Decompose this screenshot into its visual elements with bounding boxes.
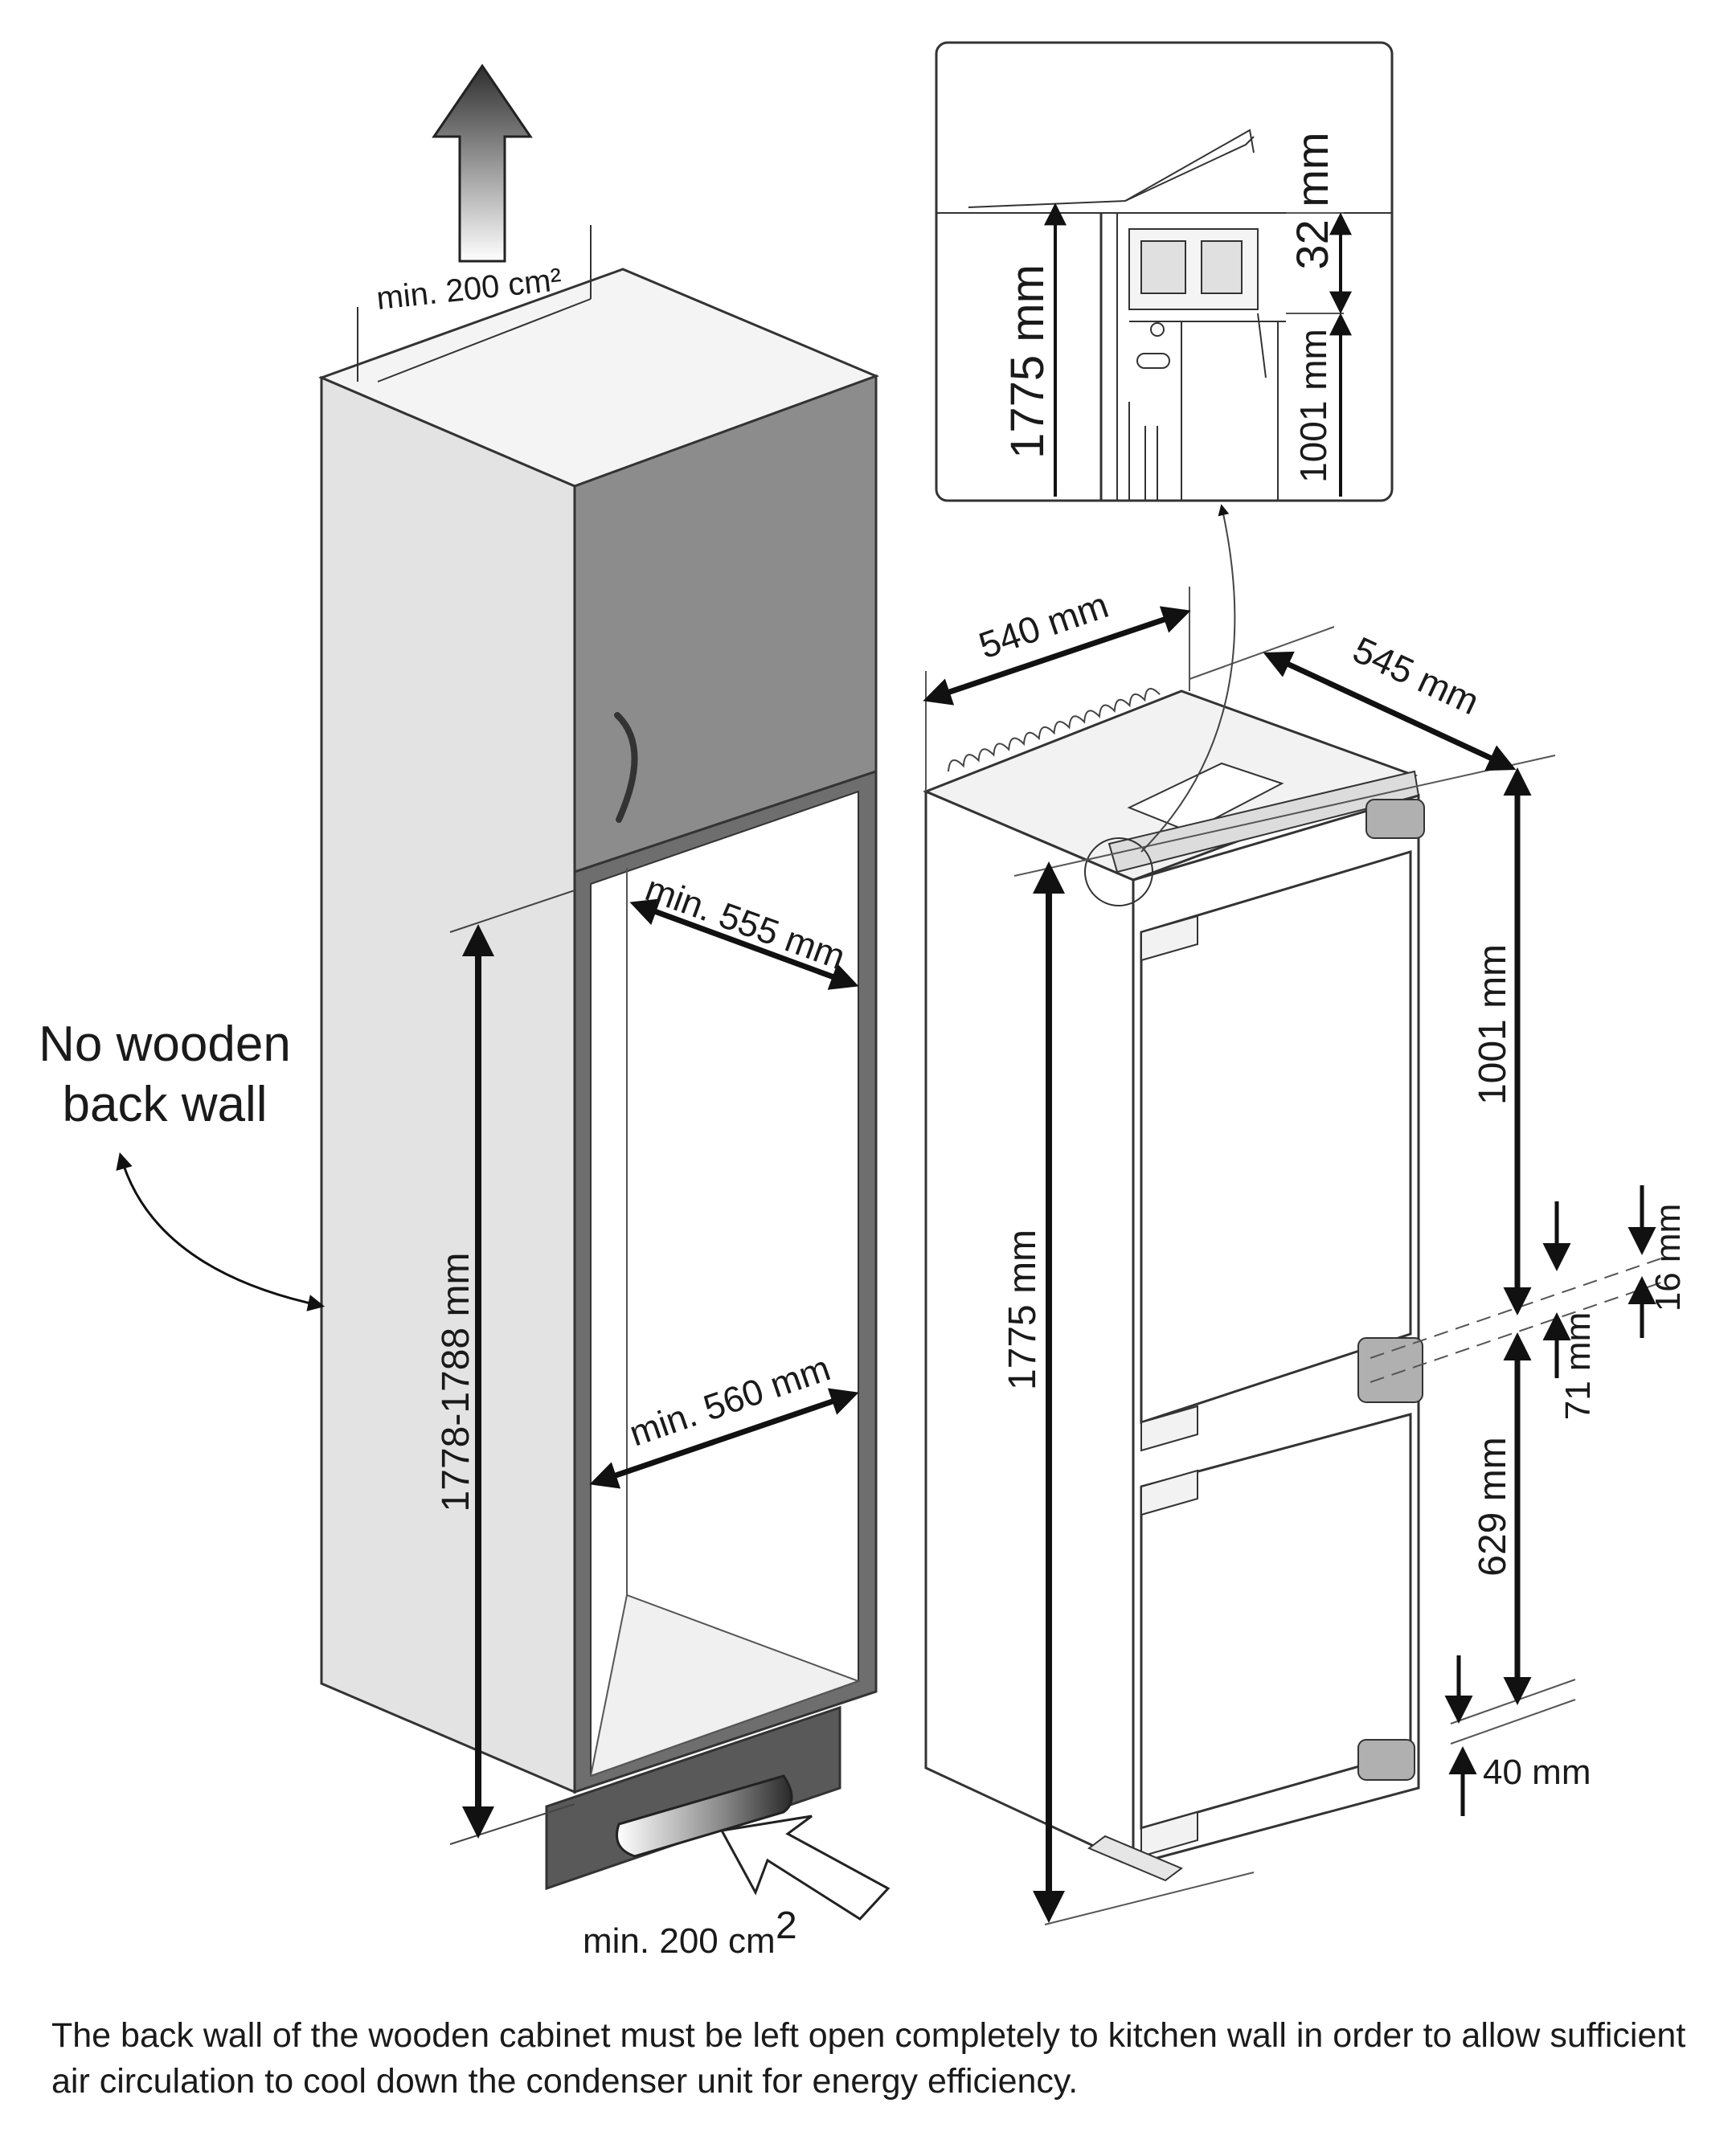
fridge-width-label: 540 mm — [973, 583, 1113, 666]
cabinet-depth-arrow — [629, 898, 859, 990]
installation-note: The back wall of the wooden cabinet must… — [51, 2013, 1707, 2105]
bottom-40-label: 40 mm — [1483, 1753, 1591, 1792]
top-hinge — [1365, 799, 1425, 839]
cabinet-width-arrow — [589, 1388, 859, 1489]
air-inlet-arrow — [719, 1814, 891, 1921]
detail-32-label: 32 mm — [1287, 132, 1337, 269]
back-wall-pointer-arrow — [116, 1152, 326, 1311]
vent-bottom-label-sup: 2 — [776, 1904, 797, 1947]
detail-height-label: 1775 mm — [1001, 264, 1054, 459]
detail-marker-circle — [1084, 837, 1153, 906]
installation-note-line2: air circulation to cool down the condens… — [51, 2062, 1079, 2101]
gap-71-label: 71 mm — [1558, 1312, 1598, 1420]
detail-1001-label: 1001 mm — [1292, 329, 1334, 483]
cabinet-height-label: 1778-1788 mm — [435, 1253, 477, 1512]
fridge-depth-label: 545 mm — [1347, 628, 1486, 722]
upper-door-label: 1001 mm — [1472, 944, 1514, 1105]
vent-bottom-label: min. 200 cm 2 — [583, 1904, 797, 1961]
fridge-depth-arrow — [1263, 651, 1517, 771]
door-handle — [614, 712, 638, 823]
cabinet-illustration — [317, 225, 880, 1891]
no-wooden-label-line2: back wall — [63, 1077, 268, 1132]
fridge-illustration — [923, 504, 1664, 1925]
bottom-hinge — [1357, 1739, 1415, 1781]
vent-bottom-label-text: min. 200 cm — [583, 1921, 776, 1961]
fridge-upper-door — [1140, 849, 1412, 1425]
detail-inset — [935, 41, 1394, 502]
fridge-width-arrow — [923, 606, 1191, 706]
middle-hinge — [1357, 1337, 1423, 1403]
fridge-height-label: 1775 mm — [1001, 1229, 1044, 1390]
air-outlet-arrow — [432, 63, 533, 263]
no-wooden-label-line1: No wooden — [39, 1017, 291, 1072]
plinth-vent — [616, 1774, 793, 1858]
gap-16-label: 16 mm — [1648, 1204, 1688, 1311]
lower-door-label: 629 mm — [1472, 1437, 1514, 1576]
installation-note-line1: The back wall of the wooden cabinet must… — [51, 2016, 1686, 2055]
